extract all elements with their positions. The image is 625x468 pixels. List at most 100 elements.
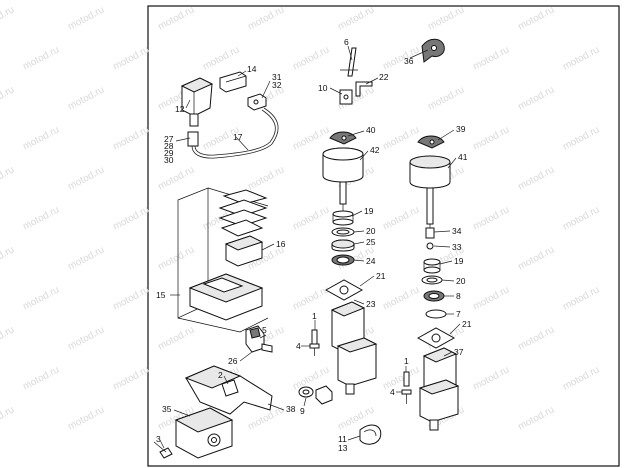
watermark-text: motod.ru	[291, 44, 331, 72]
part-bracket-10	[339, 89, 353, 105]
callout-1b: 1	[404, 356, 409, 366]
watermark-text: motod.ru	[156, 4, 196, 32]
watermark-text: motod.ru	[201, 44, 241, 72]
watermark-text: motod.ru	[471, 124, 511, 152]
watermark-text: motod.ru	[336, 4, 376, 32]
callout-2: 2	[218, 370, 223, 380]
watermark-text: motod.ru	[381, 44, 421, 72]
callout-6: 6	[344, 37, 349, 47]
part-float-41	[409, 155, 451, 236]
watermark-text: motod.ru	[426, 84, 466, 112]
callout-34: 34	[452, 226, 462, 236]
watermark-text: motod.ru	[21, 204, 61, 232]
callout-21b: 21	[462, 319, 472, 329]
watermark-text: motod.ru	[381, 284, 421, 312]
callout-39: 39	[456, 124, 466, 134]
part-valve-body-37	[418, 347, 460, 431]
watermark-text: motod.ru	[66, 84, 106, 112]
watermark-text: motod.ru	[471, 204, 511, 232]
callout-26: 26	[228, 356, 238, 366]
watermark-text: motod.ru	[291, 124, 331, 152]
part-spring-19b	[423, 258, 441, 274]
part-pin-6	[340, 47, 358, 77]
part-bolt-1b	[403, 371, 410, 387]
part-bolt-3	[153, 441, 173, 459]
watermark-text: motod.ru	[21, 284, 61, 312]
watermark-text: motod.ru	[66, 324, 106, 352]
part-diaphragm-21b	[416, 327, 456, 349]
watermark-text: motod.ru	[0, 4, 16, 32]
watermark-text: motod.ru	[561, 364, 601, 392]
part-seat-8	[423, 290, 445, 302]
watermark-text: motod.ru	[111, 124, 151, 152]
part-hose-2	[221, 379, 239, 397]
callout-5: 5	[262, 325, 267, 335]
watermark-text: motod.ru	[516, 244, 556, 272]
watermark-text: motod.ru	[0, 324, 16, 352]
watermark-text: motod.ru	[111, 364, 151, 392]
part-oring-9	[298, 386, 314, 398]
diagram-frame	[147, 5, 620, 467]
callout-14: 14	[247, 64, 257, 74]
watermark-text: motod.ru	[471, 44, 511, 72]
callout-19b: 19	[454, 256, 464, 266]
watermark-text: motod.ru	[0, 164, 16, 192]
watermark-text: motod.ru	[66, 4, 106, 32]
watermark-text: motod.ru	[426, 4, 466, 32]
callout-4a: 4	[296, 341, 301, 351]
callout-35: 35	[162, 404, 172, 414]
watermark-text: motod.ru	[471, 284, 511, 312]
part-ring-20b	[421, 275, 443, 285]
leader-lines	[159, 45, 461, 449]
part-seat-24	[331, 254, 355, 266]
part-valve-body-23	[330, 301, 378, 395]
watermark-text: motod.ru	[111, 44, 151, 72]
part-pin-34	[425, 227, 435, 239]
part-screw-4b	[401, 389, 412, 404]
callout-20b: 20	[456, 276, 466, 286]
part-bolt-1a	[311, 329, 318, 345]
watermark-text: motod.ru	[156, 324, 196, 352]
watermark-text: motod.ru	[291, 204, 331, 232]
callout-3: 3	[156, 434, 161, 444]
watermark-text: motod.ru	[381, 204, 421, 232]
watermark-text: motod.ru	[561, 284, 601, 312]
callout-23: 23	[366, 299, 376, 309]
part-clip-33	[426, 242, 434, 250]
watermark-text: motod.ru	[156, 244, 196, 272]
watermark-text: motod.ru	[246, 4, 286, 32]
callout-32: 32	[272, 80, 282, 90]
watermark-text: motod.ru	[0, 84, 16, 112]
part-cap-40	[329, 131, 357, 145]
callout-24: 24	[366, 256, 376, 266]
callout-11: 11	[338, 434, 347, 444]
callout-36: 36	[404, 56, 414, 66]
watermark-text: motod.ru	[561, 204, 601, 232]
callout-1a: 1	[312, 311, 317, 321]
callout-17: 17	[233, 132, 243, 142]
callout-37: 37	[454, 347, 464, 357]
part-bracket-22	[355, 81, 373, 97]
watermark-text: motod.ru	[381, 124, 421, 152]
part-battery-box-assembly	[177, 187, 269, 333]
watermark-text: motod.ru	[516, 404, 556, 432]
callout-20a: 20	[366, 226, 376, 236]
watermark-text: motod.ru	[561, 124, 601, 152]
callout-7: 7	[456, 309, 461, 319]
watermark-text: motod.ru	[66, 164, 106, 192]
callout-12: 12	[175, 104, 185, 114]
part-clip-36	[421, 38, 445, 63]
part-relay-12	[180, 77, 214, 127]
watermark-text: motod.ru	[516, 4, 556, 32]
callout-9: 9	[300, 406, 305, 416]
watermark-text: motod.ru	[291, 284, 331, 312]
callout-25: 25	[366, 237, 376, 247]
watermark-text: motod.ru	[561, 44, 601, 72]
watermark-text: motod.ru	[0, 404, 16, 432]
callout-27: 27	[164, 134, 174, 144]
callout-10: 10	[318, 83, 328, 93]
callout-15: 15	[156, 290, 166, 300]
callout-28: 28	[164, 141, 174, 151]
